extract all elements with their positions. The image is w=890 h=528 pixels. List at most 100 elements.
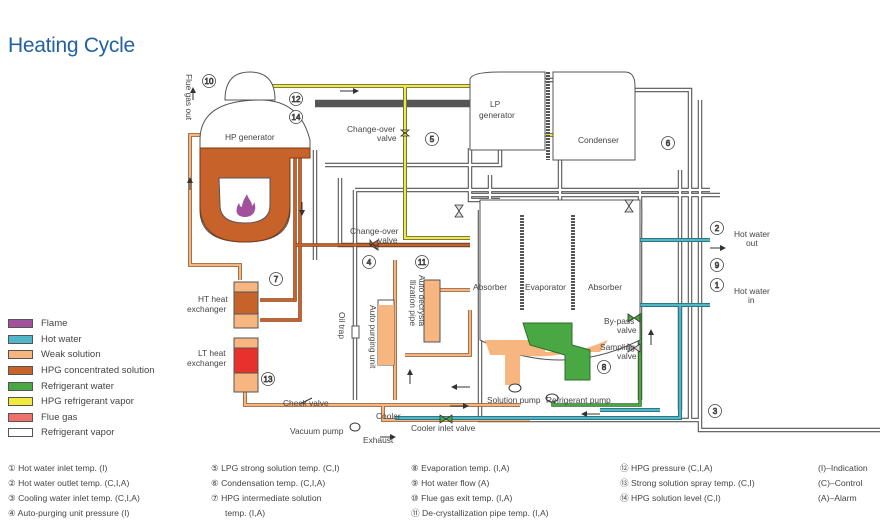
note: temp. (I,A) [225,508,266,518]
legend-item-refrigerant-water: Refrigerant water [8,378,155,394]
sensor-2: 2 [710,221,724,235]
svg-text:valve: valve [377,133,397,143]
legend: Flame Hot water Weak solution HPG concen… [8,316,155,441]
absorber-left-label: Absorber [473,282,507,292]
legend-item-hot-water: Hot water [8,332,155,348]
flue-gas-out-label: Flue gas out [184,74,194,121]
legend-item-refrigerant-vapor: Refrigerant vapor [8,425,155,441]
cooler-label: Cooler [376,411,401,421]
legend-item-hpg-refrigerant-vapor: HPG refrigerant vapor [8,394,155,410]
refrigerant-water-swatch [8,381,33,391]
note: ⑦ HPG intermediate solution [211,493,322,503]
svg-text:3: 3 [713,407,718,416]
svg-text:9: 9 [715,261,720,270]
hot-water-swatch [8,334,33,344]
legend-item-hpg-concentrated-solution: HPG concentrated solution [8,363,155,379]
notes-key: (I)–Indication (C)–Control (A)–Alarm [818,461,868,506]
svg-text:2: 2 [715,224,720,233]
lt-heat-exchanger-label: LT heat [198,348,226,358]
note: ⑩ Flue gas exit temp. (I,A) [411,493,513,503]
oil-trap-label: Oil trap [337,312,347,339]
sensor-markers: 1 2 3 4 5 6 7 8 9 10 11 12 13 14 [202,74,724,418]
sensor-13: 13 [261,372,275,386]
hot-water-out-label: Hot water [734,229,770,239]
svg-text:1: 1 [715,281,720,290]
cooler-inlet-valve-label: Cooler inlet valve [411,423,476,433]
svg-text:7: 7 [274,275,279,284]
pump-icons [349,383,559,432]
svg-text:11: 11 [418,258,427,267]
sensor-4: 4 [362,255,376,269]
sampling-valve-label: Sampling [600,342,635,352]
valve-icons [369,129,641,424]
svg-text:llization pipe: llization pipe [408,280,418,326]
lp-generator-label: LP [490,99,501,109]
svg-text:exchanger: exchanger [187,358,226,368]
hpg-concentrated-solution-swatch [8,366,33,376]
sensor-8: 8 [597,360,611,374]
sensor-1: 1 [710,278,724,292]
note: (C)–Control [818,478,863,488]
svg-text:valve: valve [617,351,637,361]
change-over-valve-2-label: Change-over [350,226,399,236]
sensor-10: 10 [202,74,216,88]
svg-text:5: 5 [430,135,435,144]
svg-text:valve: valve [617,325,637,335]
change-over-valve-label: Change-over [347,124,396,134]
legend-item-weak-solution: Weak solution [8,347,155,363]
refrigerant-vapor-swatch [8,428,33,438]
svg-text:in: in [748,295,755,305]
absorber-right-label: Absorber [588,282,622,292]
note: ⑪ De-crystallization pipe temp. (I,A) [411,508,549,518]
page-title: Heating Cycle [8,34,135,57]
evaporator-label: Evaporator [525,282,566,292]
hot-water-in-label: Hot water [734,286,770,296]
sensor-7: 7 [269,272,283,286]
note: ④ Auto-purging unit pressure (I) [8,508,130,518]
svg-text:out: out [746,238,758,248]
flame-swatch [8,319,33,329]
note: ③ Cooling water inlet temp. (C,I,A) [8,493,140,503]
svg-text:6: 6 [666,139,671,148]
note: ① Hot water inlet temp. (I) [8,463,108,473]
notes-column-4: ⑫ HPG pressure (C,I,A) ⑬ Strong solution… [620,461,755,506]
condenser [552,71,636,161]
sensor-3: 3 [708,404,722,418]
ht-heat-exchanger-label: HT heat [198,294,228,304]
exhaust-label: Exhaust [363,435,394,445]
auto-decrystallization-pipe [423,279,441,343]
sensor-11: 11 [415,255,429,269]
svg-text:exchanger: exchanger [187,304,226,314]
vacuum-pump-label: Vacuum pump [290,426,344,436]
notes-column-2: ⑤ LPG strong solution temp. (C,I) ⑥ Cond… [211,461,340,521]
notes-column-1: ① Hot water inlet temp. (I) ② Hot water … [8,461,140,521]
sensor-9: 9 [710,258,724,272]
note: ⑥ Condensation temp. (C,I,A) [211,478,326,488]
hp-generator-label: HP generator [225,132,275,142]
flame-icon [236,194,256,217]
note: ⑤ LPG strong solution temp. (C,I) [211,463,340,473]
auto-purging-unit-label: Auto purging unit [368,305,378,369]
note: (I)–Indication [818,463,868,473]
sensor-6: 6 [661,136,675,150]
solution-pump-label: Solution pump [487,395,541,405]
auto-decrystallization-label: Auto decrysta [417,275,427,327]
svg-text:valve: valve [378,235,398,245]
svg-text:14: 14 [292,113,301,122]
flue-gas-swatch [8,412,33,422]
note: ⑭ HPG solution level (C,I) [620,493,721,503]
hpg-refrigerant-vapor-swatch [8,397,33,407]
svg-text:12: 12 [292,95,301,104]
notes-column-3: ⑧ Evaporation temp. (I,A) ⑨ Hot water fl… [411,461,549,521]
svg-text:4: 4 [367,258,372,267]
weak-solution-sump [485,340,545,385]
svg-text:generator: generator [479,110,515,120]
note: ⑫ HPG pressure (C,I,A) [620,463,713,473]
svg-text:8: 8 [602,363,607,372]
condenser-label: Condenser [578,135,619,145]
refrigerant-sump [522,322,591,381]
legend-item-flue-gas: Flue gas [8,410,155,426]
note: ⑨ Hot water flow (A) [411,478,490,488]
note: ⑬ Strong solution spray temp. (C,I) [620,478,755,488]
